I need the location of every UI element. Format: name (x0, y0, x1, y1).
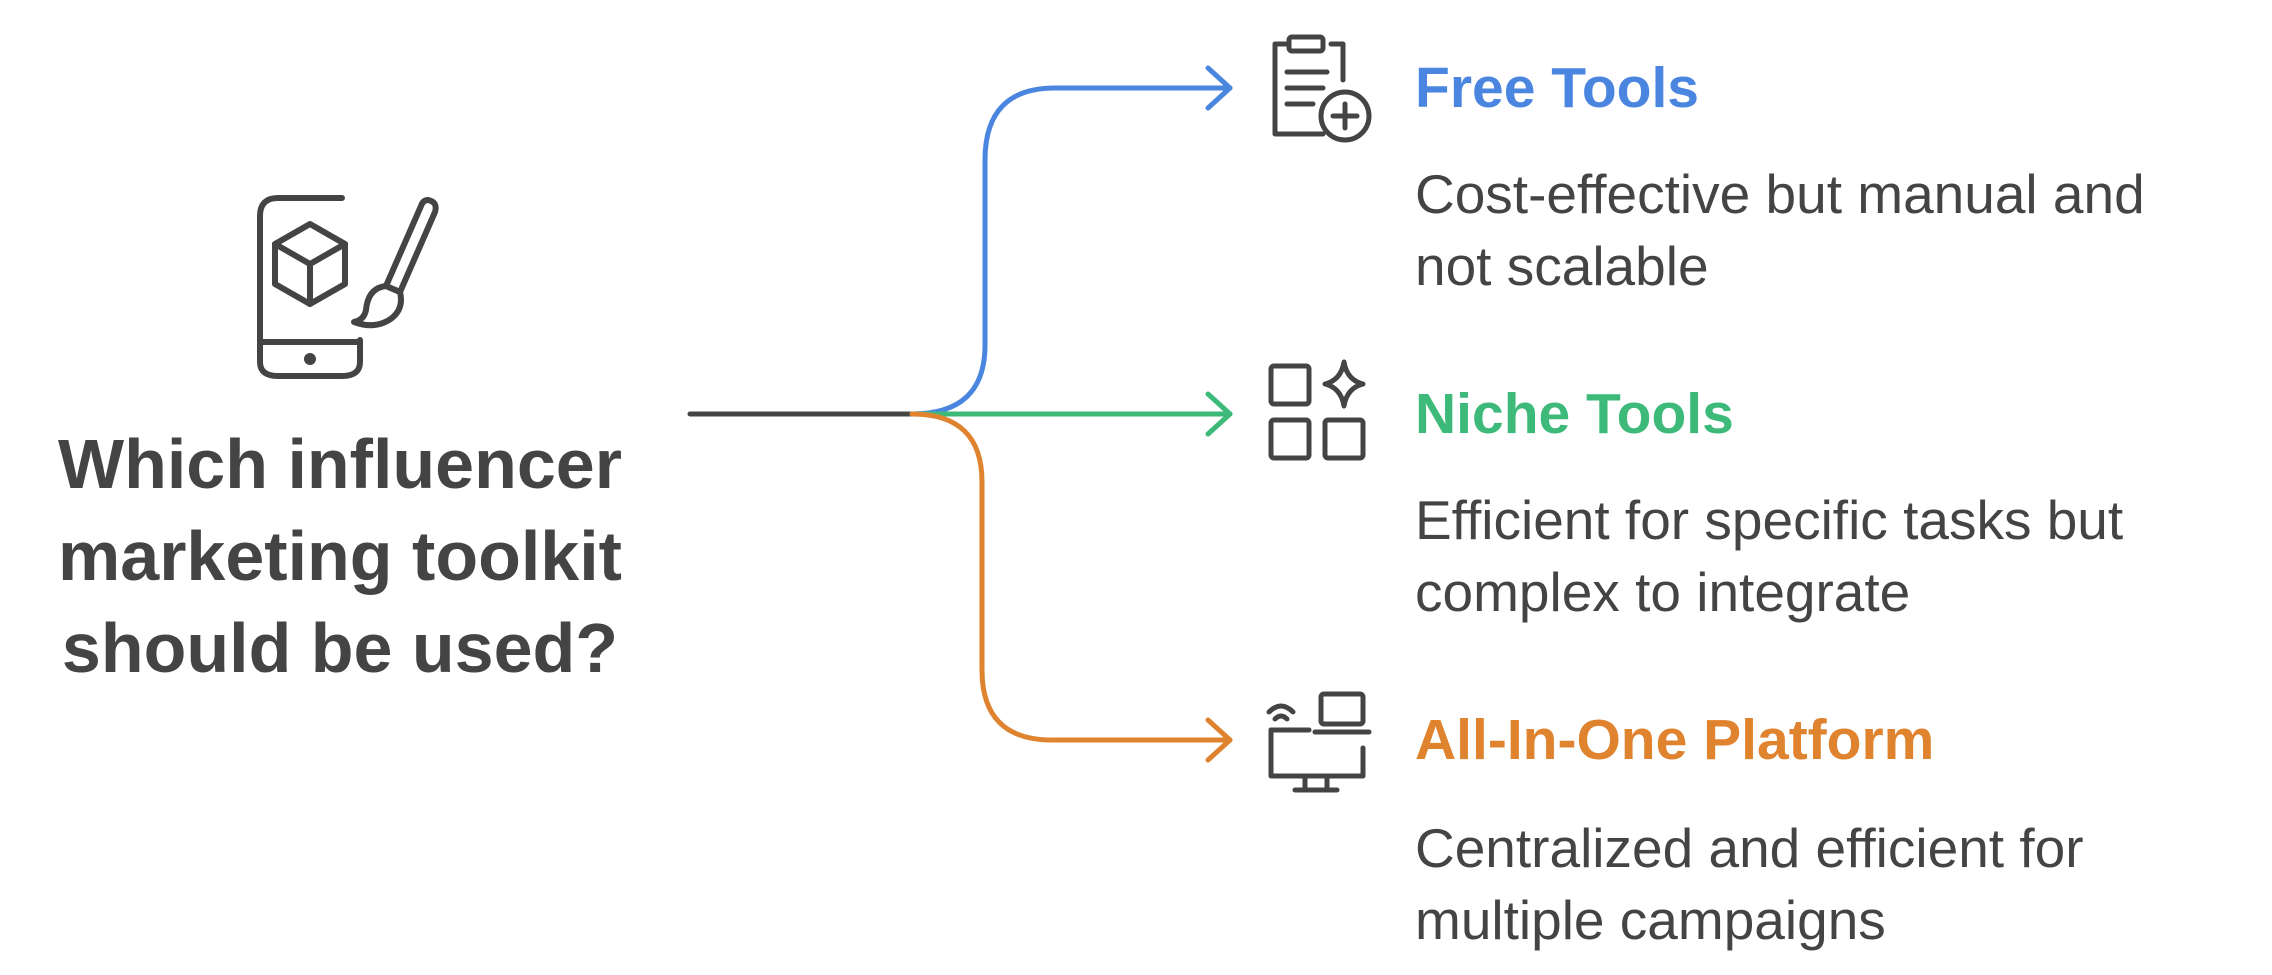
all-in-one-platform-description: Centralized and efficient for multiple c… (1415, 817, 2084, 951)
free-tools-description: Cost-effective but manual and not scalab… (1415, 163, 2145, 297)
niche-tools-description: Efficient for specific tasks but complex… (1415, 489, 2124, 623)
all-in-one-platform-title: All-In-One Platform (1415, 708, 1935, 772)
phone-design-icon (257, 195, 439, 379)
free-tools-title: Free Tools (1415, 56, 1699, 120)
arrow-niche-tools (1205, 391, 1233, 437)
branch-free-tools (909, 85, 1233, 417)
arrow-free-tools (1205, 65, 1233, 111)
grid-sparkle-icon (1268, 359, 1366, 461)
niche-tools-title: Niche Tools (1415, 382, 1734, 446)
arrow-all-in-one (1205, 717, 1233, 763)
branch-all-in-one (909, 411, 1233, 743)
question-text: Which influencer marketing toolkit shoul… (58, 425, 622, 687)
connected-devices-icon (1266, 691, 1372, 793)
clipboard-add-icon (1272, 34, 1372, 143)
